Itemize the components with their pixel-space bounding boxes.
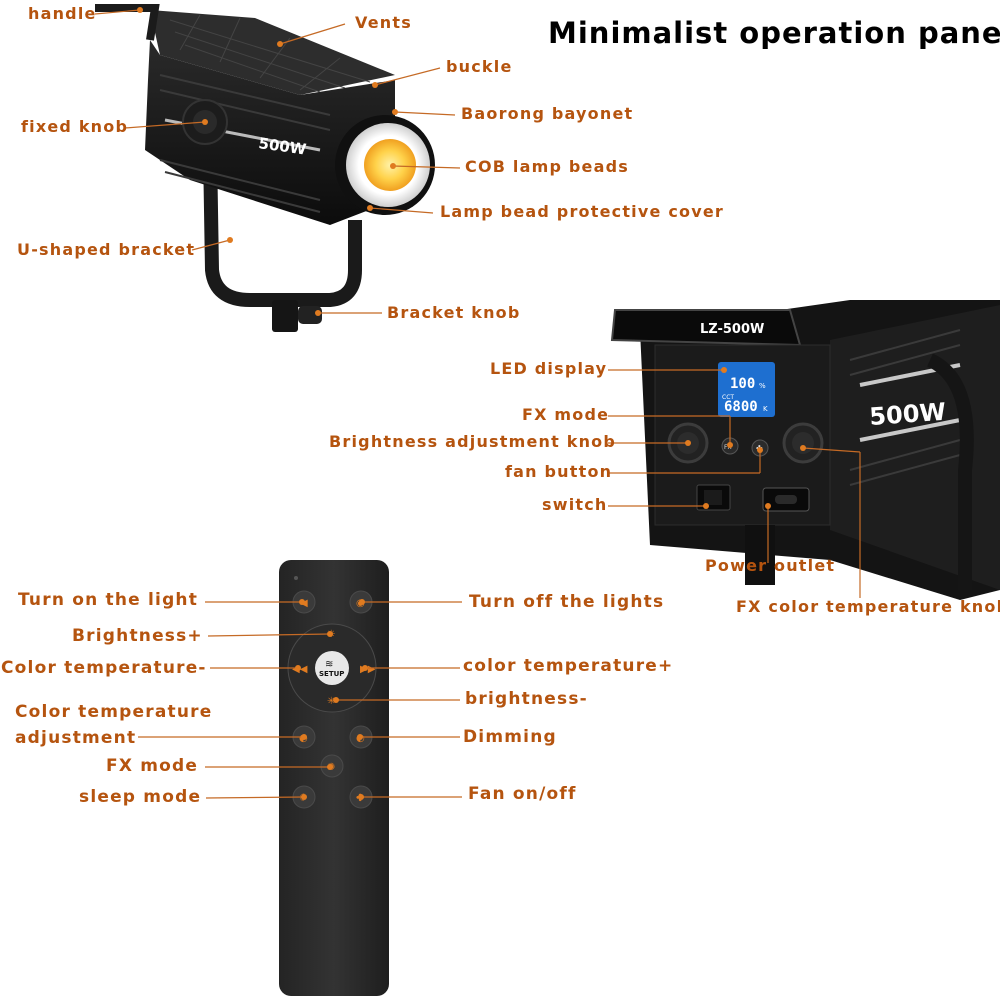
label-fan: Fan on/off [468, 784, 577, 804]
panel-badge: 500W [868, 398, 946, 431]
label-bracket: U-shaped bracket [17, 240, 196, 259]
label-cct-adjust-1: Color temperature [15, 702, 213, 722]
label-remote-fx-mode: FX mode [106, 756, 199, 776]
label-switch: switch [542, 495, 608, 514]
vents-grid [150, 10, 395, 95]
label-buckle: buckle [446, 57, 513, 76]
label-turn-off: Turn off the lights [469, 592, 665, 612]
label-bracket-knob: Bracket knob [387, 303, 521, 322]
display-cct-unit: K [763, 405, 768, 413]
panel-illustration: 100 % CCT 6800 K FX ✤ LZ-500W 500W [610, 300, 1000, 600]
label-brightness-minus: brightness- [465, 689, 588, 709]
leader-lines [94, 9, 861, 799]
label-fx-cct-knob: FX color temperature knob [736, 597, 1000, 616]
label-brightness-knob: Brightness adjustment knob [329, 432, 617, 451]
bracket-knob-shape [272, 300, 298, 332]
handle-shape [95, 3, 160, 41]
display-brightness-unit: % [759, 382, 766, 390]
label-fan-button: fan button [505, 462, 613, 481]
label-cover: Lamp bead protective cover [440, 202, 724, 221]
label-dimming: Dimming [463, 727, 557, 747]
label-brightness-plus: Brightness+ [72, 626, 203, 646]
cob-shape [364, 139, 416, 191]
display-brightness: 100 [730, 376, 755, 392]
lamp-illustration: 500W [95, 3, 435, 332]
label-led-display: LED display [490, 359, 608, 378]
remote-center-text: SETUP [319, 670, 344, 678]
page-title: Minimalist operation panel [548, 16, 1000, 50]
svg-text:≋: ≋ [325, 659, 333, 670]
label-bayonet: Baorong bayonet [461, 104, 634, 123]
fx-button-text: FX [724, 444, 732, 451]
led-display-shape [718, 362, 775, 417]
label-cct-minus: Color temperature- [1, 658, 207, 678]
display-cct: 6800 [724, 399, 758, 415]
remote-illustration: SETUP ≋ ◀◉ ✳✳ ◀◀▶▶ ◐◐ ✺☾ ✤ [279, 560, 389, 996]
label-cob: COB lamp beads [465, 157, 629, 176]
leader-dots [137, 7, 806, 800]
label-handle: handle [28, 4, 97, 23]
svg-text:✳: ✳ [327, 696, 335, 707]
svg-text:▶▶: ▶▶ [360, 664, 376, 675]
label-vents: Vents [355, 13, 412, 32]
label-cct-plus: color temperature+ [463, 656, 674, 676]
label-turn-on: Turn on the light [18, 590, 199, 610]
label-sleep-mode: sleep mode [79, 787, 202, 807]
label-cct-adjust-2: adjustment [15, 728, 137, 748]
panel-model: LZ-500W [700, 322, 764, 337]
label-power-outlet: Power outlet [705, 556, 836, 575]
display-cct-tag: CCT [722, 394, 734, 401]
label-fixed-knob: fixed knob [21, 117, 129, 136]
label-panel-fx-mode: FX mode [522, 405, 610, 424]
